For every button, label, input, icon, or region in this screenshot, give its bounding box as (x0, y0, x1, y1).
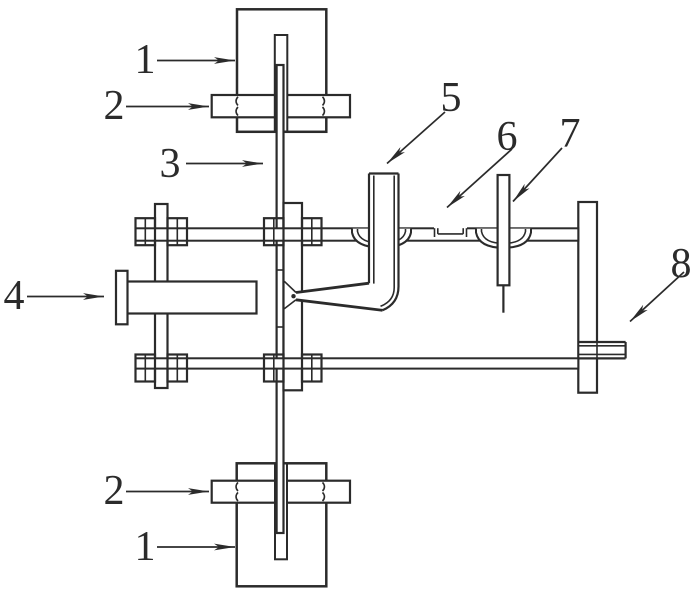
callout-label-1-top: 1 (134, 37, 156, 83)
probe-bar (496, 173, 511, 287)
callout-label-8: 8 (670, 241, 692, 287)
arrow-7 (512, 147, 563, 203)
callout-label-1-bottom: 1 (134, 524, 156, 570)
side-pin (578, 340, 627, 360)
frame-plate-right (577, 200, 599, 394)
callout-arrows (27, 57, 685, 551)
callout-label-5: 5 (440, 75, 462, 121)
callout-label-4: 4 (3, 273, 25, 319)
callout-label-7: 7 (559, 111, 581, 157)
bent-nozzle-tube (283, 172, 400, 312)
arrow-6 (446, 148, 513, 209)
callout-label-3: 3 (159, 141, 181, 187)
arrow-8 (629, 271, 685, 323)
arrow-5 (386, 111, 446, 165)
rail-clip (433, 226, 468, 237)
tie-rail-bottom (134, 357, 580, 370)
push-cylinder (114, 269, 258, 326)
callout-label-2-top: 2 (103, 83, 125, 129)
hex-nuts (134, 217, 323, 383)
callout-label-2-bottom: 2 (103, 468, 125, 514)
callout-label-6: 6 (496, 114, 518, 160)
